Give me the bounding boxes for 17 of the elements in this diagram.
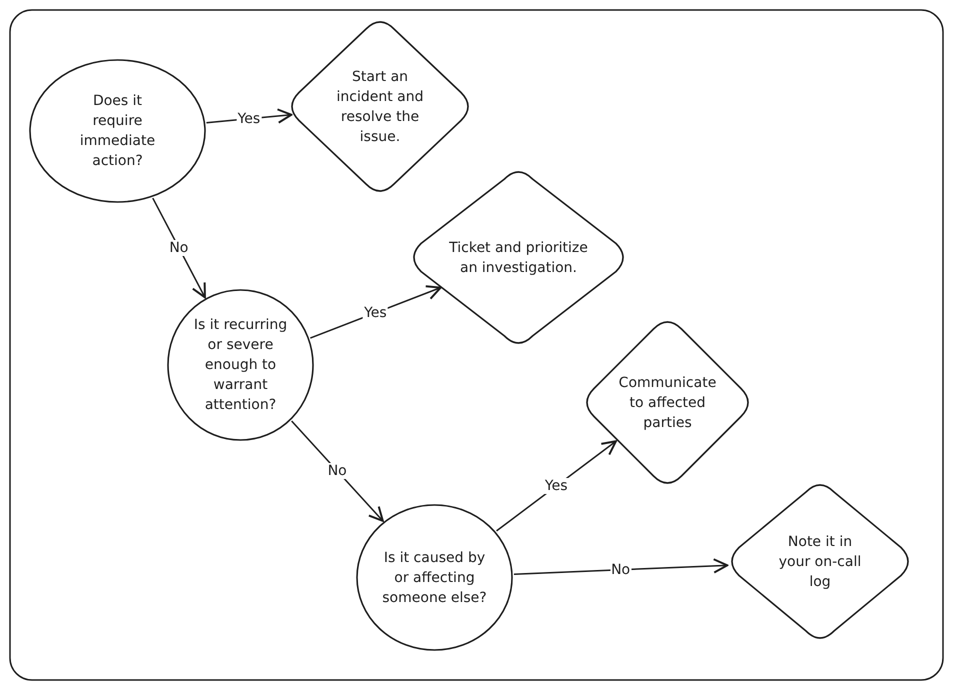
question-circle — [357, 505, 512, 650]
edge-label: Yes — [544, 478, 569, 494]
arrow — [514, 558, 728, 575]
node-text: Ticket and prioritize an investigation. — [448, 238, 589, 278]
node-text: Is it recurring or severe enough to warrant attention? — [192, 316, 288, 415]
question-circle — [30, 60, 205, 202]
node-text: Communicate to affected parties — [618, 374, 718, 432]
question-circle — [168, 290, 313, 440]
edge-label: Yes — [363, 304, 388, 321]
node-text: Is it caused by or affecting someone else? — [381, 548, 488, 608]
arrow — [152, 198, 206, 298]
node-text: Does it require immediate action? — [78, 92, 156, 171]
node-text: Note it in your on-call log — [778, 532, 862, 592]
arrow — [291, 420, 384, 522]
edge-label: No — [168, 240, 190, 256]
edge-label: No — [326, 462, 348, 479]
node-text: Start an incident and resolve the issue. — [335, 68, 424, 146]
